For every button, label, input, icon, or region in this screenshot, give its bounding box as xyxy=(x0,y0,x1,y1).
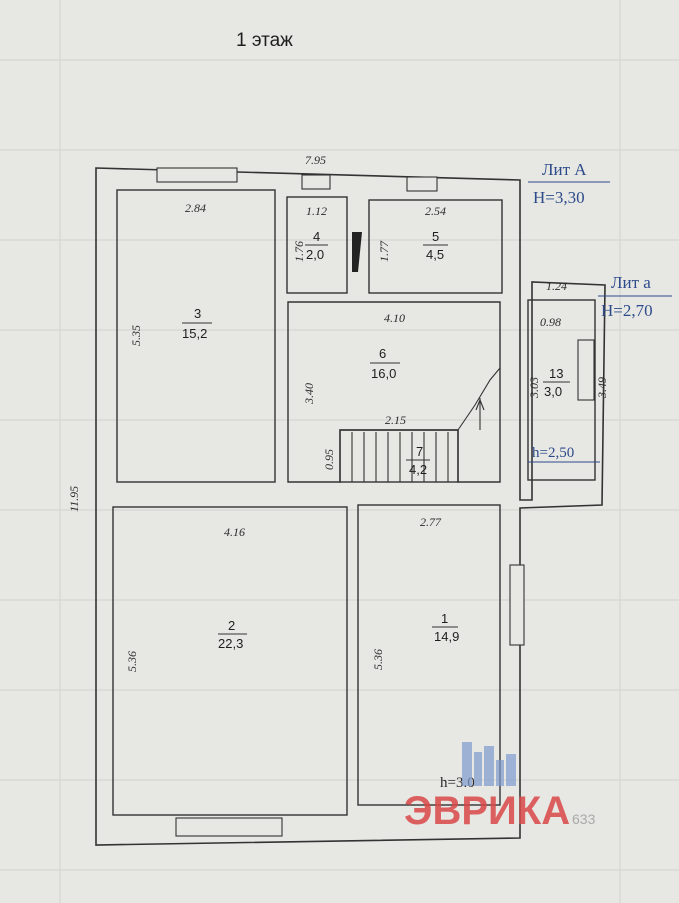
dim-total-width: 7.95 xyxy=(305,153,326,167)
room-4-outline xyxy=(286,196,348,294)
room-13-number: 13 xyxy=(549,366,563,381)
dim-total-height: 11.95 xyxy=(67,486,81,512)
room-13-height: 3.03 xyxy=(527,377,541,399)
watermark-code: 633 xyxy=(572,811,596,827)
room-1-number: 1 xyxy=(441,611,448,626)
room-walls xyxy=(112,189,596,816)
room-13-area: 3,0 xyxy=(544,384,562,399)
window-annex xyxy=(577,339,595,401)
room-7-outline xyxy=(339,429,459,483)
lit-a-small-name: Лит а xyxy=(611,273,651,292)
lit-a-small-height: Н=2,70 xyxy=(601,301,653,320)
room-6-height: 3.40 xyxy=(302,383,316,405)
room-2-area: 22,3 xyxy=(218,636,243,651)
room-4-height: 1.76 xyxy=(292,241,306,262)
room-1-outline xyxy=(357,504,501,806)
room-1-width: 2.77 xyxy=(420,515,442,529)
room-4-number: 4 xyxy=(313,229,320,244)
room-5-height: 1.77 xyxy=(377,240,391,262)
building-outline xyxy=(95,167,606,846)
watermark: ЭВРИКА 633 xyxy=(404,742,596,833)
lit-a-height: Н=3,30 xyxy=(533,188,585,207)
window-bottom-room-2 xyxy=(175,817,283,837)
room-7-height: 0.95 xyxy=(322,449,336,470)
room-13-width: 0.98 xyxy=(540,315,561,329)
room-2-outline xyxy=(112,506,348,816)
window-top-room-3 xyxy=(156,167,238,183)
annex-height-label: h=2,50 xyxy=(532,445,574,461)
window-top-room-5 xyxy=(406,176,438,192)
room-5-number: 5 xyxy=(432,229,439,244)
staircase xyxy=(351,367,501,482)
room-5-area: 4,5 xyxy=(426,247,444,262)
room-4-area: 2,0 xyxy=(306,247,324,262)
room-13-outline xyxy=(527,299,596,481)
room-6-number: 6 xyxy=(379,346,386,361)
room-2-number: 2 xyxy=(228,618,235,633)
watermark-brand: ЭВРИКА xyxy=(404,789,570,833)
room-7-area: 4,2 xyxy=(409,462,427,477)
dim-annex-height: 3.49 xyxy=(595,377,609,399)
room-3-height: 5.35 xyxy=(129,325,143,346)
room-6-width: 4.10 xyxy=(384,311,405,325)
room-1-height: 5.36 xyxy=(371,649,385,670)
city-skyline-icon xyxy=(462,742,516,786)
room-6-outline xyxy=(287,301,501,483)
room-6-area: 16,0 xyxy=(371,366,396,381)
chimney xyxy=(352,232,362,272)
room-7-number: 7 xyxy=(416,444,423,459)
lit-a-name: Лит А xyxy=(542,160,587,179)
room-5-width: 2.54 xyxy=(425,204,446,218)
windows xyxy=(156,167,595,837)
room-3-number: 3 xyxy=(194,306,201,321)
room-3-area: 15,2 xyxy=(182,326,207,341)
window-top-room-4 xyxy=(301,174,331,190)
room-3-width: 2.84 xyxy=(185,201,206,215)
room-4-width: 1.12 xyxy=(306,204,327,218)
dim-annex-width: 1.24 xyxy=(546,279,567,293)
floor-title: 1 этаж xyxy=(236,30,293,51)
room-1-area: 14,9 xyxy=(434,629,459,644)
room-7-width: 2.15 xyxy=(385,413,406,427)
room-2-width: 4.16 xyxy=(224,525,245,539)
window-right-room-1 xyxy=(509,564,525,646)
room-2-height: 5.36 xyxy=(125,651,139,672)
room-3-outline xyxy=(116,189,276,483)
room-5-outline xyxy=(368,199,503,294)
